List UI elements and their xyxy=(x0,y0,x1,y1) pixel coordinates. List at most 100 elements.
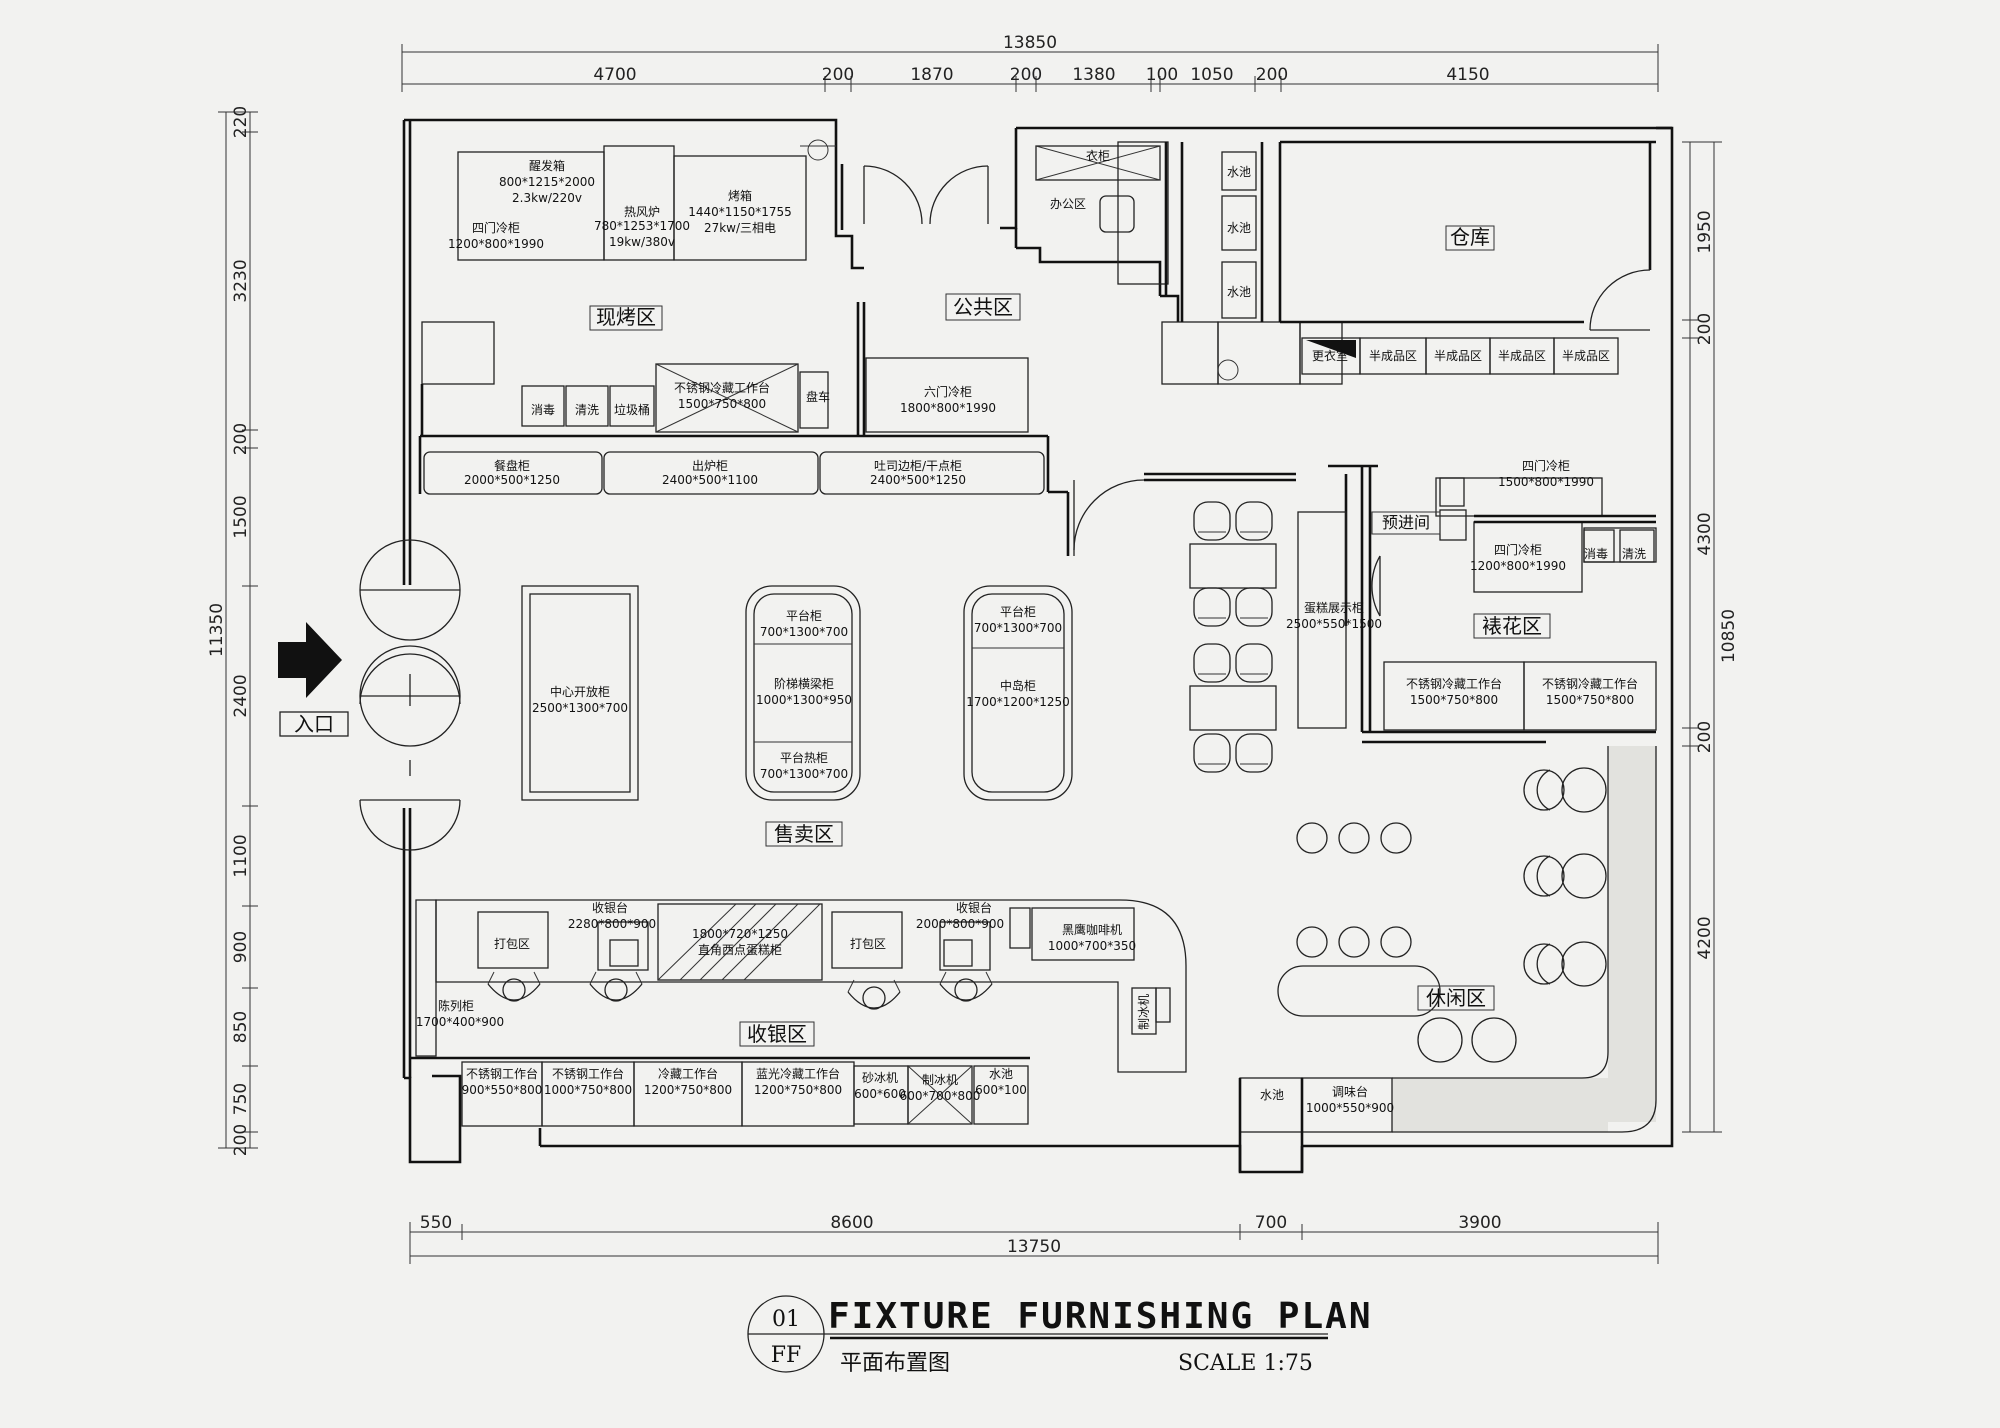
dim-bottom-total: 13750 xyxy=(1007,1237,1061,1257)
zone-baking: 现烤区 xyxy=(596,305,656,329)
cart: 盘车 xyxy=(806,389,830,404)
coffee-name: 黑鹰咖啡机 xyxy=(1062,922,1122,937)
zone-decorating: 裱花区 xyxy=(1482,614,1542,638)
dim-top-5: 1380 xyxy=(1072,65,1115,85)
bench-1-name: 不锈钢工作台 xyxy=(466,1066,538,1081)
lounge-chair-icon xyxy=(1523,855,1565,897)
locker-room: 更衣室 xyxy=(1312,348,1348,363)
entrance-doors xyxy=(359,539,461,851)
dim-left-9: 750 xyxy=(231,1083,251,1115)
plan-title: FIXTURE FURNISHING PLAN xyxy=(828,1296,1373,1337)
fridge6-size: 1800*800*1990 xyxy=(900,401,996,415)
chair-icon xyxy=(1193,643,1231,683)
dimension-left: 220 3230 200 1500 2400 1100 900 850 750 … xyxy=(207,106,258,1156)
oven-power: 27kw/三相电 xyxy=(704,221,776,235)
dimension-bottom: 550 8600 700 3900 13750 xyxy=(409,1213,1659,1264)
lounge-chair-icon xyxy=(1523,769,1565,811)
badge-top: 01 xyxy=(772,1307,800,1332)
dim-right-total: 10850 xyxy=(1719,609,1739,663)
corner-cake-size: 1800*720*1250 xyxy=(692,927,788,941)
decorating-area xyxy=(1328,464,1657,744)
round-table-icon xyxy=(1561,853,1607,899)
lounge-chair-icon xyxy=(1523,943,1565,985)
cashier-area xyxy=(410,899,1187,1146)
semi-1: 半成品区 xyxy=(1369,349,1417,363)
dim-top-4: 200 xyxy=(1010,65,1042,85)
chair-icon xyxy=(1193,501,1231,541)
entrance-label: 入口 xyxy=(294,712,334,736)
tray-cabinet-size: 2000*500*1250 xyxy=(464,473,560,487)
zone-public: 公共区 xyxy=(953,295,1013,319)
stool-icon xyxy=(1296,926,1328,958)
sink-c-size: 600*100 xyxy=(975,1083,1027,1097)
proofer-size: 800*1215*2000 xyxy=(499,175,595,189)
stool-icon xyxy=(1380,926,1412,958)
bench-2-size: 1000*750*800 xyxy=(544,1083,632,1097)
decor-fridge-a-name: 四门冷柜 xyxy=(1522,458,1570,473)
leisure-area xyxy=(1238,746,1657,1172)
baking-bench-size: 1500*750*800 xyxy=(678,397,766,411)
dim-left-1: 220 xyxy=(231,106,251,138)
cold-bench-name: 冷藏工作台 xyxy=(658,1066,718,1081)
semi-3: 半成品区 xyxy=(1498,349,1546,363)
decor-bench-b-name: 不锈钢冷藏工作台 xyxy=(1542,676,1638,691)
stool-icon xyxy=(1338,926,1370,958)
round-table-icon xyxy=(1417,1017,1463,1063)
center-open-name: 中心开放柜 xyxy=(550,684,610,699)
freezer-name: 制冰机 xyxy=(922,1073,958,1087)
wash-a: 清洗 xyxy=(575,403,599,417)
condiment-size: 1000*550*900 xyxy=(1306,1101,1394,1115)
baking-area xyxy=(418,139,1070,556)
leisure-seating xyxy=(1296,767,1607,1063)
cake-display-seating xyxy=(1189,501,1347,773)
cold-bench-size: 1200*750*800 xyxy=(644,1083,732,1097)
zone-office: 办公区 xyxy=(1050,196,1086,211)
dim-left-8: 850 xyxy=(231,1011,251,1043)
zone-sales: 售卖区 xyxy=(774,822,834,846)
dim-bottom-4: 3900 xyxy=(1458,1213,1501,1233)
decor-fridge-a-size: 1500*800*1990 xyxy=(1498,475,1594,489)
staff-person-icon xyxy=(589,971,643,1002)
ice-machine-name: 砂冰机 xyxy=(862,1071,898,1085)
baking-fridge-size: 1200*800*1990 xyxy=(448,237,544,251)
platform-hot-name: 平台热柜 xyxy=(780,750,828,765)
register-icon xyxy=(609,939,639,967)
proofer-power: 2.3kw/220v xyxy=(512,191,582,205)
zone-baking-box xyxy=(589,305,663,331)
ice-maker: 制冰机 xyxy=(1137,994,1151,1030)
cake-display-name: 蛋糕展示柜 xyxy=(1304,601,1364,615)
convection-name: 热风炉 xyxy=(624,205,660,219)
dim-bottom-3: 700 xyxy=(1255,1213,1287,1233)
decor-bench-a-size: 1500*750*800 xyxy=(1410,693,1498,707)
zone-cashier-box xyxy=(739,1021,815,1047)
oven-name: 烤箱 xyxy=(728,188,752,203)
disinfect-b: 消毒 xyxy=(1584,547,1608,561)
zone-public-box xyxy=(945,293,1021,321)
bench-2-name: 不锈钢工作台 xyxy=(552,1066,624,1081)
corner-cake-name: 直角西点蛋糕柜 xyxy=(698,943,782,957)
dim-left-10: 200 xyxy=(231,1124,251,1156)
zone-prep-box xyxy=(1371,511,1441,535)
fridge6-name: 六门冷柜 xyxy=(924,384,972,399)
display-shelf-name: 陈列柜 xyxy=(438,998,474,1013)
convection-power: 19kw/380v xyxy=(609,235,675,249)
dim-right-4: 200 xyxy=(1695,721,1715,753)
platform-hot-size: 700*1300*700 xyxy=(760,767,848,781)
convection-size: 780*1253*1700 xyxy=(594,219,690,233)
dim-top-2: 200 xyxy=(822,65,854,85)
wash-b: 清洗 xyxy=(1622,547,1646,561)
ice-machine-size: 600*600 xyxy=(854,1087,906,1101)
round-table-icon xyxy=(1471,1017,1517,1063)
dim-left-7: 900 xyxy=(231,931,251,963)
dim-top-7: 1050 xyxy=(1190,65,1233,85)
dimension-top: 13850 4700 200 1870 200 1380 100 1050 20… xyxy=(401,33,1659,92)
register-icon xyxy=(943,939,973,967)
dim-bottom-1: 550 xyxy=(420,1213,452,1233)
stool-icon xyxy=(1338,822,1370,854)
trash: 垃圾桶 xyxy=(614,402,650,417)
chair-icon xyxy=(1235,643,1273,683)
dim-left-2: 3230 xyxy=(231,259,251,302)
decor-bench-a-name: 不锈钢冷藏工作台 xyxy=(1406,676,1502,691)
dim-left-4: 1500 xyxy=(231,495,251,538)
